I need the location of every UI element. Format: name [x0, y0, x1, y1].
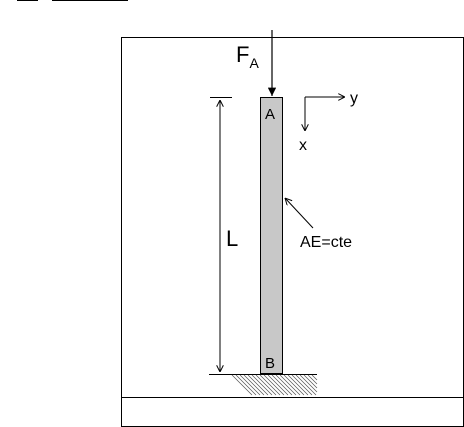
axis-x-label: x: [299, 137, 307, 154]
hatch-line: [252, 375, 272, 395]
stiffness-leader-arrow: [285, 198, 313, 228]
hatch-line: [264, 375, 284, 395]
hatch-line: [304, 375, 317, 388]
fixed-support-hatch-icon: [209, 375, 317, 396]
hatch-line: [292, 375, 312, 395]
figure-frame: [122, 38, 464, 427]
force-label: FA: [236, 42, 259, 71]
coordinate-axes: [305, 97, 345, 131]
hatch-line: [256, 375, 276, 395]
hatch-line: [308, 375, 317, 384]
hatch-line: [272, 375, 292, 395]
hatch-line: [284, 375, 304, 395]
hatch-line: [240, 375, 260, 395]
hatch-line: [312, 375, 317, 380]
length-label: L: [226, 226, 238, 251]
hatch-line: [288, 375, 308, 395]
hatch-line: [232, 375, 252, 395]
hatch-line: [268, 375, 288, 395]
hatch-line: [248, 375, 268, 395]
hatch-line: [276, 375, 296, 395]
hatch-line: [296, 375, 316, 395]
hatch-line: [280, 375, 300, 395]
hatch-line: [260, 375, 280, 395]
hatch-line: [244, 375, 264, 395]
point-b-label: B: [265, 355, 275, 372]
bar: [261, 98, 283, 374]
stiffness-label: AE=cte: [300, 234, 352, 251]
axis-y-label: y: [350, 90, 358, 107]
point-a-label: A: [265, 106, 275, 123]
hatch-line: [236, 375, 256, 395]
